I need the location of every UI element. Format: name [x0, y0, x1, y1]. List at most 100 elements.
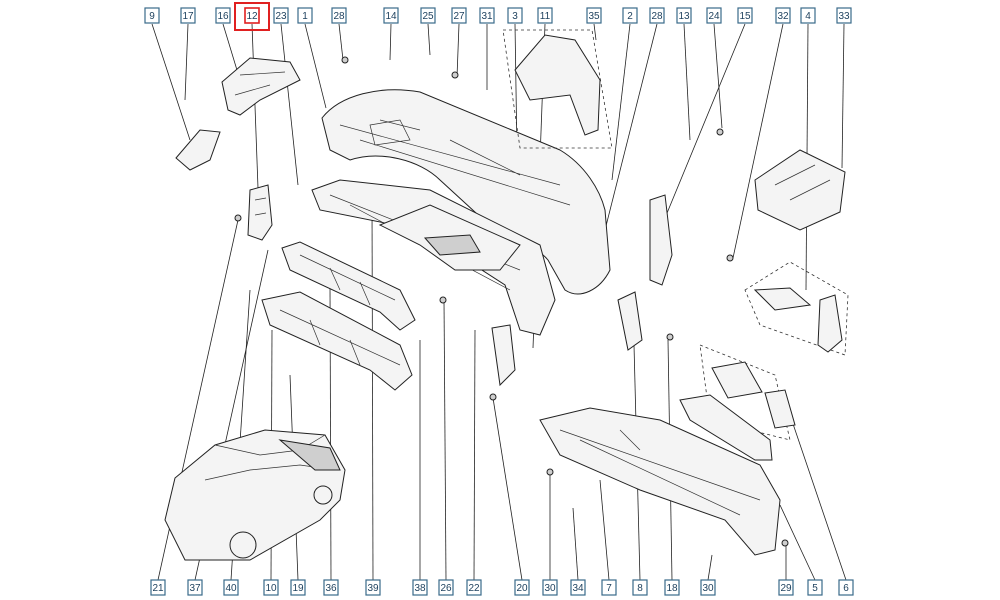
callout-2[interactable]: 2 [622, 7, 638, 24]
callout-number: 31 [481, 11, 493, 22]
callout-38[interactable]: 38 [412, 579, 428, 596]
callout-number: 1 [302, 11, 308, 22]
leader-line [683, 23, 691, 141]
callout-32[interactable]: 32 [775, 7, 791, 24]
callout-number: 40 [225, 583, 237, 594]
callout-number: 39 [367, 583, 379, 594]
lower-rear-bumper[interactable] [539, 407, 781, 556]
callout-number: 16 [217, 11, 229, 22]
car-outline [164, 429, 346, 561]
callout-5[interactable]: 5 [807, 579, 823, 596]
leader-line [473, 329, 476, 581]
rear-bumper-cover[interactable] [321, 89, 611, 295]
callout-number: 3 [512, 11, 518, 22]
callout-number: 5 [812, 583, 818, 594]
side-piece-8[interactable] [617, 291, 643, 351]
callout-number: 15 [739, 11, 751, 22]
callout-number: 23 [275, 11, 287, 22]
callout-18[interactable]: 18 [664, 579, 680, 596]
callout-number: 24 [708, 11, 720, 22]
leader-line [338, 23, 344, 61]
right-side-bracket[interactable] [514, 34, 601, 136]
reinforcement-upper[interactable] [281, 241, 416, 331]
right-bracket-15[interactable] [649, 194, 673, 286]
callout-4[interactable]: 4 [800, 7, 816, 24]
callout-12[interactable]: 12 [244, 7, 260, 24]
callout-1[interactable]: 1 [297, 7, 313, 24]
callout-number: 6 [843, 583, 849, 594]
left-mount[interactable] [175, 129, 221, 171]
callout-number: 30 [702, 583, 714, 594]
side-plate[interactable] [491, 324, 516, 387]
callout-21[interactable]: 21 [150, 579, 166, 596]
callout-31[interactable]: 31 [479, 7, 495, 24]
clip-fasteners[interactable] [234, 56, 789, 547]
callout-33[interactable]: 33 [836, 7, 852, 24]
callout-number: 17 [182, 11, 194, 22]
callout-3[interactable]: 3 [507, 7, 523, 24]
callout-9[interactable]: 9 [144, 7, 160, 24]
vertical-bracket[interactable] [247, 184, 273, 241]
callout-19[interactable]: 19 [290, 579, 306, 596]
callout-number: 25 [422, 11, 434, 22]
callout-25[interactable]: 25 [420, 7, 436, 24]
bumper-bar[interactable] [679, 394, 773, 461]
leader-line [841, 23, 845, 169]
callout-number: 26 [440, 583, 452, 594]
left-side-bracket[interactable] [221, 57, 301, 116]
callout-28[interactable]: 28 [649, 7, 665, 24]
callout-27[interactable]: 27 [451, 7, 467, 24]
grille-insert[interactable] [711, 361, 796, 429]
leader-line [599, 479, 610, 581]
callout-22[interactable]: 22 [466, 579, 482, 596]
callout-14[interactable]: 14 [383, 7, 399, 24]
callout-20[interactable]: 20 [514, 579, 530, 596]
callout-29[interactable]: 29 [778, 579, 794, 596]
parts-kit-box[interactable] [754, 149, 846, 231]
callout-30[interactable]: 30 [542, 579, 558, 596]
leader-line [572, 507, 579, 581]
callout-13[interactable]: 13 [676, 7, 692, 24]
callout-11[interactable]: 11 [537, 7, 553, 24]
leader-line [492, 397, 523, 581]
leader-line [456, 23, 460, 78]
callout-17[interactable]: 17 [180, 7, 196, 24]
callout-number: 9 [149, 11, 155, 22]
reflector[interactable] [753, 287, 843, 353]
callout-number: 10 [265, 583, 277, 594]
callout-15[interactable]: 15 [737, 7, 753, 24]
leader-line [427, 23, 431, 56]
leader-line [280, 23, 299, 186]
callout-36[interactable]: 36 [323, 579, 339, 596]
callout-number: 38 [414, 583, 426, 594]
callout-number: 36 [325, 583, 337, 594]
leader-line [611, 23, 631, 181]
callout-30[interactable]: 30 [700, 579, 716, 596]
diffuser-plate[interactable] [378, 204, 521, 271]
callout-35[interactable]: 35 [586, 7, 602, 24]
callout-16[interactable]: 16 [215, 7, 231, 24]
callout-number: 28 [651, 11, 663, 22]
callout-8[interactable]: 8 [632, 579, 648, 596]
leader-line [251, 23, 259, 189]
callout-34[interactable]: 34 [570, 579, 586, 596]
callout-39[interactable]: 39 [365, 579, 381, 596]
callout-28[interactable]: 28 [331, 7, 347, 24]
callout-24[interactable]: 24 [706, 7, 722, 24]
callout-23[interactable]: 23 [273, 7, 289, 24]
leader-line [304, 23, 327, 109]
callout-number: 30 [544, 583, 556, 594]
callout-6[interactable]: 6 [838, 579, 854, 596]
leader-line [151, 23, 191, 141]
callout-number: 21 [152, 583, 164, 594]
leader-line [184, 23, 189, 101]
leader-line [593, 23, 597, 41]
callout-40[interactable]: 40 [223, 579, 239, 596]
callout-37[interactable]: 37 [187, 579, 203, 596]
callout-7[interactable]: 7 [601, 579, 617, 596]
callout-number: 29 [780, 583, 792, 594]
callout-10[interactable]: 10 [263, 579, 279, 596]
callout-26[interactable]: 26 [438, 579, 454, 596]
reinforcement-lower[interactable] [261, 291, 413, 391]
